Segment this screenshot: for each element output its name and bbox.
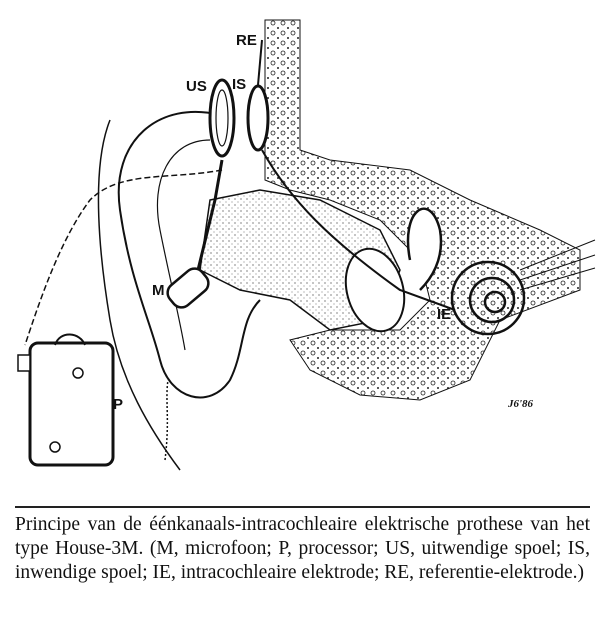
cochlea bbox=[450, 260, 526, 336]
semicircular-canals bbox=[406, 207, 443, 291]
reference-electrode bbox=[257, 39, 263, 86]
outer-ear bbox=[117, 110, 261, 399]
label-ie: IE bbox=[437, 306, 452, 323]
caption-divider bbox=[15, 506, 590, 508]
artist-signature: J6'86 bbox=[508, 398, 534, 410]
eardrum bbox=[344, 247, 406, 333]
external-coil bbox=[208, 78, 236, 158]
label-re: RE bbox=[236, 32, 257, 49]
processor-cable bbox=[24, 169, 223, 346]
head-outline bbox=[97, 119, 181, 471]
figure-caption: Principe van de éénkanaals-intracochleai… bbox=[15, 514, 590, 583]
label-us: US bbox=[186, 78, 207, 95]
intracochlear-electrode bbox=[261, 149, 456, 311]
microphone bbox=[166, 267, 210, 309]
cochlear-implant-illustration bbox=[17, 19, 596, 471]
label-m: M bbox=[152, 282, 165, 299]
internal-coil bbox=[246, 84, 270, 152]
processor bbox=[28, 341, 115, 467]
label-p: P bbox=[113, 396, 124, 413]
label-is: IS bbox=[232, 76, 247, 93]
